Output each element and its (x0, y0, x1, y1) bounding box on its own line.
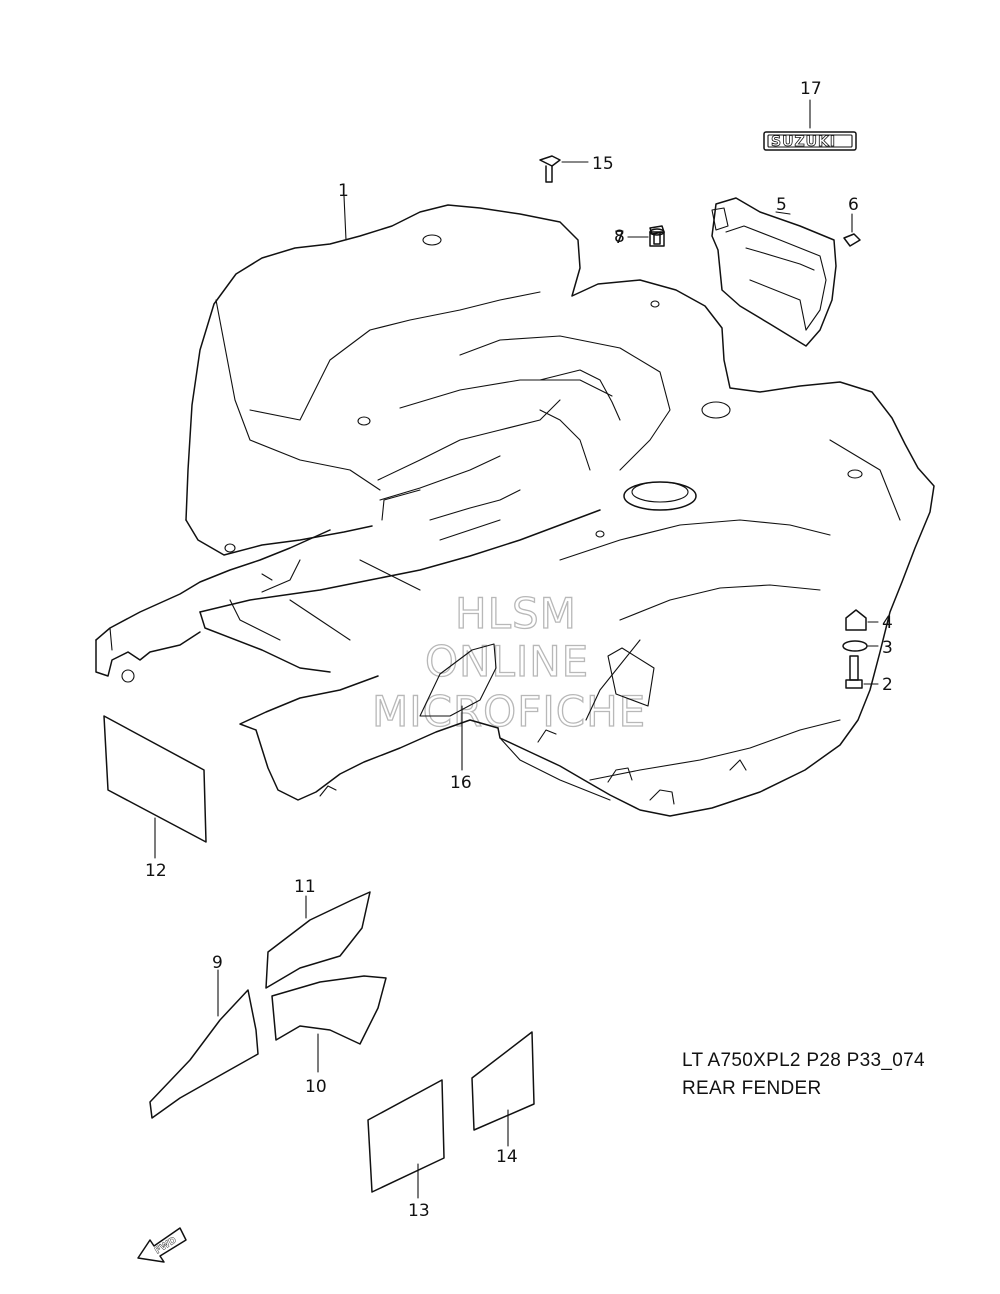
callout-3: 3 (882, 638, 893, 658)
rear-fender-drawing (95, 204, 935, 817)
washer-3-icon (842, 640, 879, 652)
label-14-icon (471, 1031, 535, 1147)
callout-13: 13 (408, 1201, 430, 1221)
callout-9: 9 (212, 953, 223, 973)
label-10-icon (271, 975, 387, 1073)
watermark-line-1: HLSM (455, 589, 577, 638)
nut-6-icon (843, 213, 861, 247)
plate-bracket-5-icon (711, 197, 837, 347)
callout-1: 1 (338, 181, 349, 201)
callout-7: 7 (614, 228, 625, 248)
fastener-15-icon (539, 155, 589, 183)
forward-arrow-icon: FWD (137, 1227, 187, 1263)
caption-model-line: LT A750XPL2 P28 P33_074 (682, 1050, 925, 1071)
callout-15: 15 (592, 154, 614, 174)
watermark-line-3: MICROFICHE (372, 687, 646, 736)
callout-14: 14 (496, 1147, 518, 1167)
label-9-icon (149, 969, 259, 1119)
bolt-2-icon (845, 655, 879, 689)
label-11-icon (265, 891, 371, 989)
callout-2: 2 (882, 675, 893, 695)
watermark-line-2: ONLINE (425, 637, 589, 686)
callout-12: 12 (145, 861, 167, 881)
callout-5: 5 (776, 195, 787, 215)
callout-6: 6 (848, 195, 859, 215)
fender-1-leader (343, 195, 347, 241)
callout-11: 11 (294, 877, 316, 897)
label-12-icon (103, 715, 207, 859)
callout-8: 8 (614, 227, 625, 247)
diagram-caption: LT A750XPL2 P28 P33_074 REAR FENDER (682, 1050, 925, 1099)
callout-17: 17 (800, 79, 822, 99)
suzuki-emblem-part: SUZUKI (763, 99, 857, 151)
watermark: HLSM ONLINE MICROFICHE (371, 588, 646, 736)
callout-10: 10 (305, 1077, 327, 1097)
label-13-icon (367, 1079, 445, 1199)
cushion-4-icon (845, 609, 879, 631)
forward-arrow-text: FWD (153, 1236, 178, 1257)
callouts: 1 2 3 4 5 6 7 8 9 10 11 12 13 14 15 16 1… (145, 79, 893, 1221)
caption-title-line: REAR FENDER (682, 1078, 821, 1099)
callout-16: 16 (450, 773, 472, 793)
grommet-8-icon (627, 228, 665, 247)
suzuki-badge-text: SUZUKI (771, 134, 836, 150)
callout-4: 4 (882, 613, 893, 633)
